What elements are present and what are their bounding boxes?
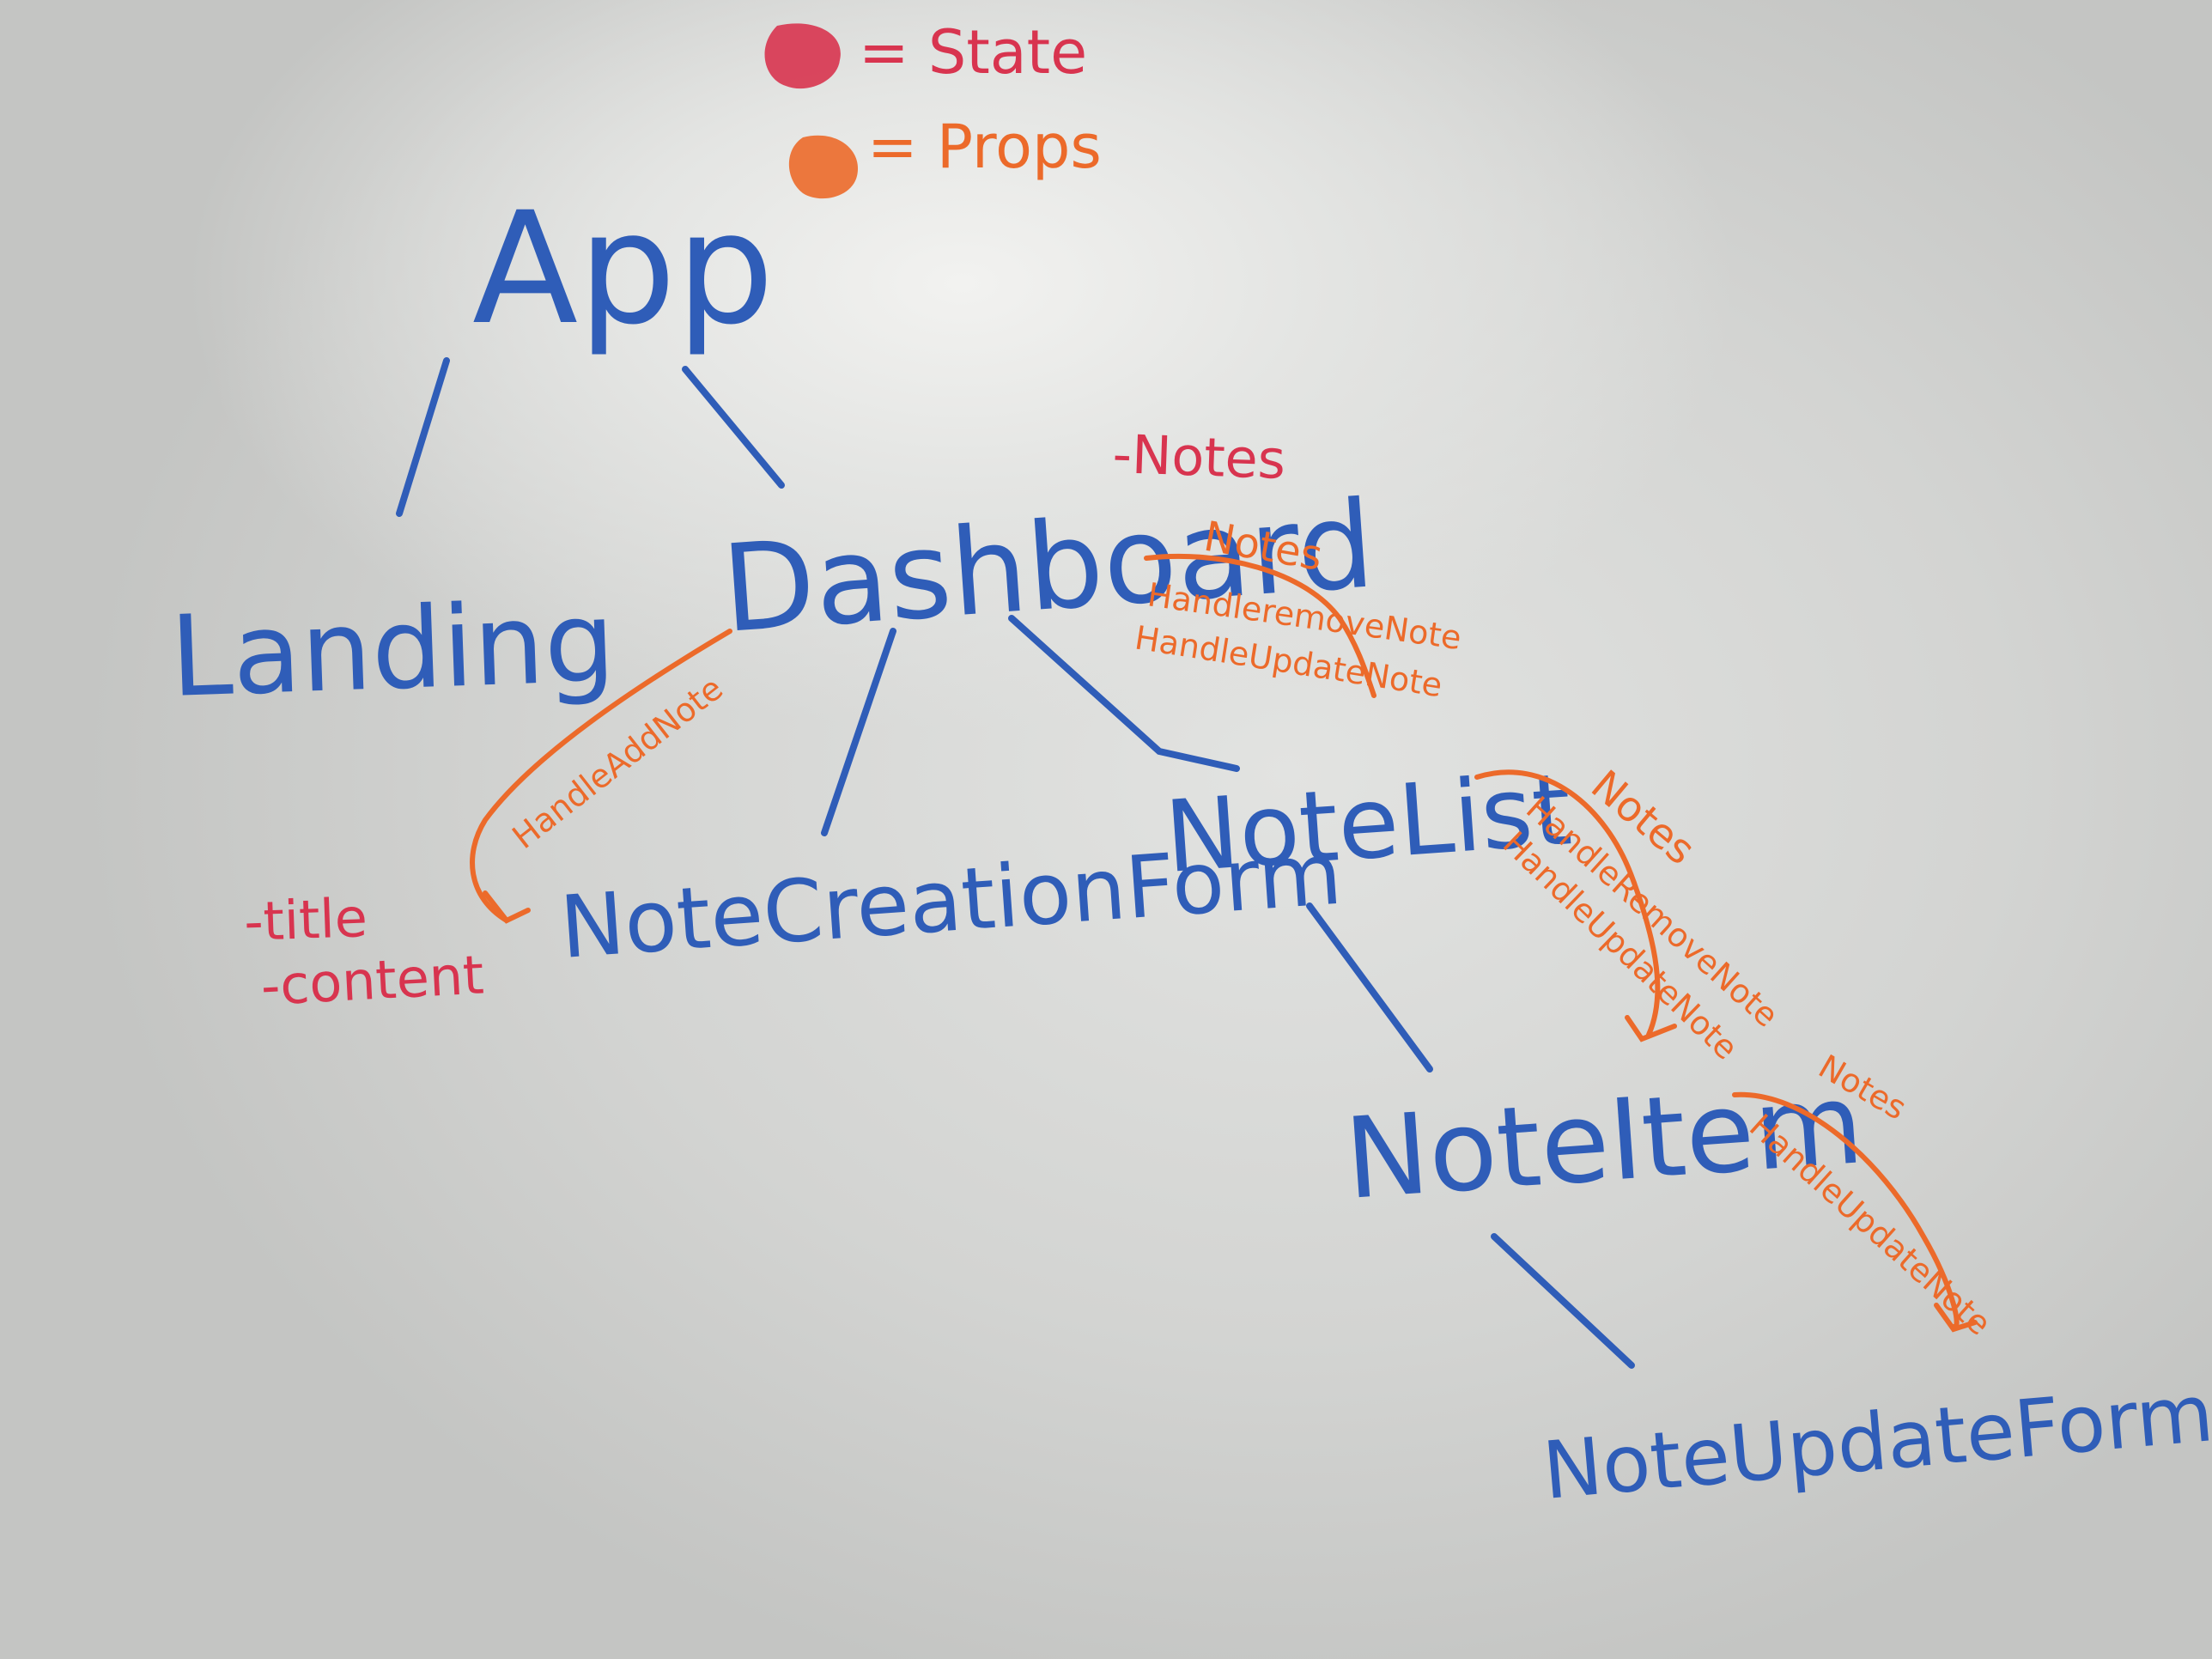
component-nodes: App Landing Dashboard NoteCreationForm N… <box>168 179 2212 1517</box>
state-creation-form-title: -title <box>243 886 368 953</box>
props-noteitem-update: HandleUpdateNote <box>1742 1107 1998 1343</box>
props-arc-dashboard-creationform <box>470 629 732 923</box>
state-annotations: -Notes -title -content <box>243 422 1286 1018</box>
legend: = State = Props <box>764 17 1102 199</box>
node-note-list: NoteList <box>1162 752 1575 896</box>
state-dashboard-notes: -Notes <box>1111 422 1286 491</box>
state-legend-label: = State <box>859 17 1087 88</box>
edge-app-landing <box>396 357 450 517</box>
tree-edges <box>396 357 1635 1369</box>
edge-app-dashboard <box>682 366 785 489</box>
edge-notelist-noteitem <box>1306 902 1433 1073</box>
node-landing: Landing <box>168 576 617 722</box>
node-app: App <box>472 179 775 359</box>
edge-dashboard-creationform <box>821 628 896 836</box>
props-arrowhead-noteitem <box>1625 1015 1677 1042</box>
props-arc-notelist-noteitem <box>1474 769 1661 1037</box>
props-legend-label: = Props <box>867 112 1102 182</box>
props-arc-dashboard-notelist <box>1144 553 1376 698</box>
props-arrowhead-updateform <box>1934 1303 1978 1333</box>
props-arc-noteitem-updateform <box>1732 1091 1960 1330</box>
edge-noteitem-updateform <box>1491 1233 1635 1369</box>
edge-dashboard-notelist <box>1008 615 1240 772</box>
state-creation-form-content: -content <box>259 943 485 1017</box>
props-arrowhead-creationform <box>483 890 531 924</box>
state-legend-swatch <box>764 23 841 89</box>
node-note-update-form: NoteUpdateForm <box>1540 1367 2212 1517</box>
props-legend-swatch <box>788 135 859 199</box>
